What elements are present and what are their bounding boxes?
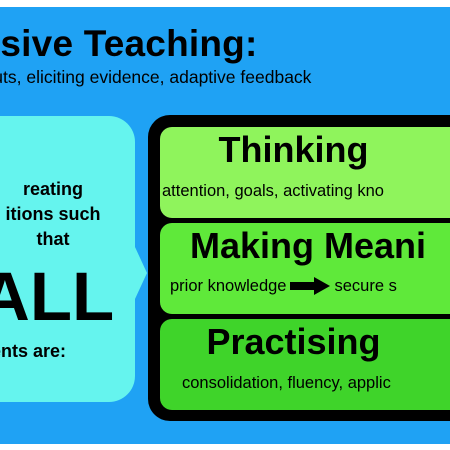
left-panel-emphasis: ALL [0, 258, 115, 335]
band-making-meaning-from: prior knowledge [170, 276, 287, 295]
left-panel [0, 116, 135, 402]
band-practising-description: consolidation, fluency, applic [182, 374, 391, 392]
slide-subtitle: onal inputs, eliciting evidence, adaptiv… [0, 67, 312, 87]
band-making-meaning-to: secure s [334, 276, 397, 295]
left-panel-line-4: dents are: [0, 341, 67, 361]
slide-title: ponsive Teaching: [0, 23, 258, 64]
band-practising: Practising consolidation, fluency, appli… [160, 319, 450, 410]
band-practising-title: Practising [206, 321, 381, 362]
band-thinking-description: attention, goals, activating kno [162, 182, 384, 200]
slide-canvas: ponsive Teaching: onal inputs, eliciting… [0, 7, 450, 444]
band-thinking-title: Thinking [218, 129, 369, 170]
band-making-meaning-row: prior knowledge secure s [170, 277, 397, 295]
left-panel-line-2: itions such [5, 204, 101, 224]
left-panel-line-3: that [36, 229, 70, 249]
left-panel-line-1: reating [22, 179, 83, 199]
band-making-meaning-title: Making Meani [190, 225, 427, 266]
panel-pointer [135, 247, 147, 299]
arrow-right-icon [290, 277, 331, 295]
band-making-meaning: Making Meani prior knowledge secure s [160, 223, 450, 314]
teaching-stages-stack: Thinking attention, goals, activating kn… [148, 115, 450, 421]
band-thinking: Thinking attention, goals, activating kn… [160, 127, 450, 218]
